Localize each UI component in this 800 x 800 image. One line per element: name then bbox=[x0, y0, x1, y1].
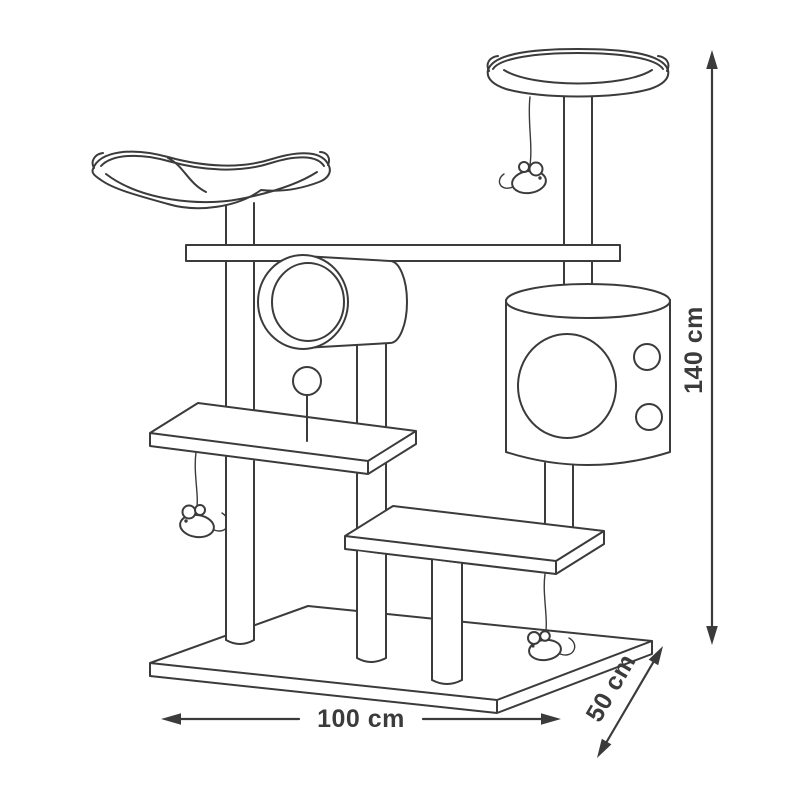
right-platform bbox=[344, 505, 605, 575]
height-dimension: 140 cm bbox=[680, 50, 718, 645]
top-perch bbox=[486, 48, 670, 98]
play-tunnel bbox=[257, 254, 408, 350]
height-label: 140 cm bbox=[680, 306, 708, 394]
toy-string bbox=[194, 451, 198, 515]
width-label: 100 cm bbox=[317, 705, 405, 733]
depth-dimension-line bbox=[604, 659, 656, 745]
mouse-ear bbox=[194, 504, 206, 516]
top-perch-post bbox=[563, 91, 593, 297]
cat-tree-figure bbox=[91, 48, 671, 714]
barrel-peephole bbox=[635, 403, 663, 431]
hammock-perch bbox=[91, 150, 331, 210]
hanging-mouse-toy-top bbox=[498, 96, 547, 195]
mouse-ear bbox=[527, 631, 541, 645]
width-dimension: 100 cm bbox=[161, 705, 561, 733]
toy-string bbox=[528, 96, 532, 172]
arrow-down-left-icon bbox=[597, 738, 612, 758]
arrow-up-right-icon bbox=[648, 646, 663, 666]
mouse-eye bbox=[531, 644, 535, 648]
mouse-tail bbox=[559, 637, 576, 656]
left-post-upper bbox=[225, 260, 255, 416]
mouse-eye bbox=[184, 519, 188, 523]
hammock-post bbox=[225, 202, 255, 246]
barrel-support-post bbox=[544, 462, 574, 531]
barrel-house bbox=[505, 283, 671, 466]
barrel-lid bbox=[505, 283, 671, 319]
mouse-tail bbox=[498, 173, 514, 189]
right-post-lower bbox=[431, 559, 463, 685]
mouse-ear bbox=[528, 161, 544, 177]
base-board bbox=[149, 605, 653, 714]
left-post-lower bbox=[225, 456, 255, 645]
mouse-ear bbox=[181, 504, 197, 520]
arrow-left-icon bbox=[161, 713, 181, 725]
barrel-entrance-hole bbox=[517, 333, 617, 439]
tunnel-rim bbox=[257, 254, 349, 350]
tunnel-opening bbox=[271, 262, 345, 342]
main-shelf bbox=[185, 244, 621, 262]
mouse-ear bbox=[518, 161, 530, 173]
arrow-up-icon bbox=[706, 50, 718, 69]
teaser-ball-head bbox=[292, 366, 322, 396]
hanging-mouse-toy-left bbox=[179, 451, 229, 539]
mouse-ear bbox=[539, 630, 551, 642]
barrel-peephole bbox=[633, 343, 661, 371]
mouse-eye bbox=[538, 176, 542, 180]
teaser-ball bbox=[292, 366, 322, 442]
arrow-right-icon bbox=[541, 713, 561, 725]
arrow-down-icon bbox=[706, 626, 718, 645]
left-platform bbox=[149, 402, 417, 475]
center-post-lower bbox=[356, 550, 387, 663]
hanging-mouse-toy-bottom bbox=[527, 573, 576, 662]
